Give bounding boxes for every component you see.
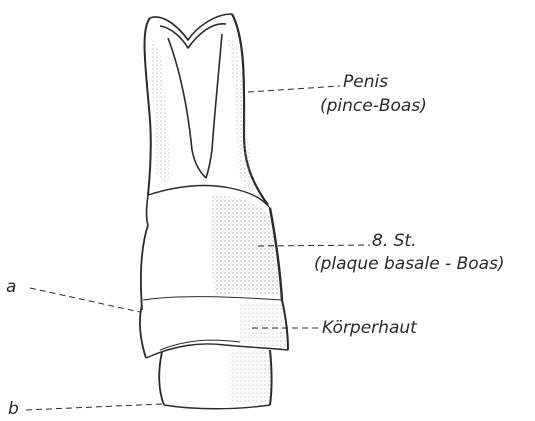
label-penis: Penis xyxy=(343,74,388,91)
label-b: b xyxy=(8,401,19,418)
label-a: a xyxy=(6,279,16,296)
label-penis-note: (pince-Boas) xyxy=(320,98,427,115)
penis-shading-right xyxy=(228,40,255,195)
leader-a xyxy=(30,288,140,312)
label-segment: 8. St. xyxy=(372,233,416,250)
label-skin: Körperhaut xyxy=(322,320,417,337)
leader-penis xyxy=(248,86,340,92)
label-segment-note: (plaque basale - Boas) xyxy=(314,256,505,273)
leader-b xyxy=(26,404,162,410)
leader-lines xyxy=(26,86,370,410)
body-skin-shading xyxy=(240,301,286,348)
penis-shading xyxy=(152,40,170,188)
base-shading xyxy=(230,351,272,405)
